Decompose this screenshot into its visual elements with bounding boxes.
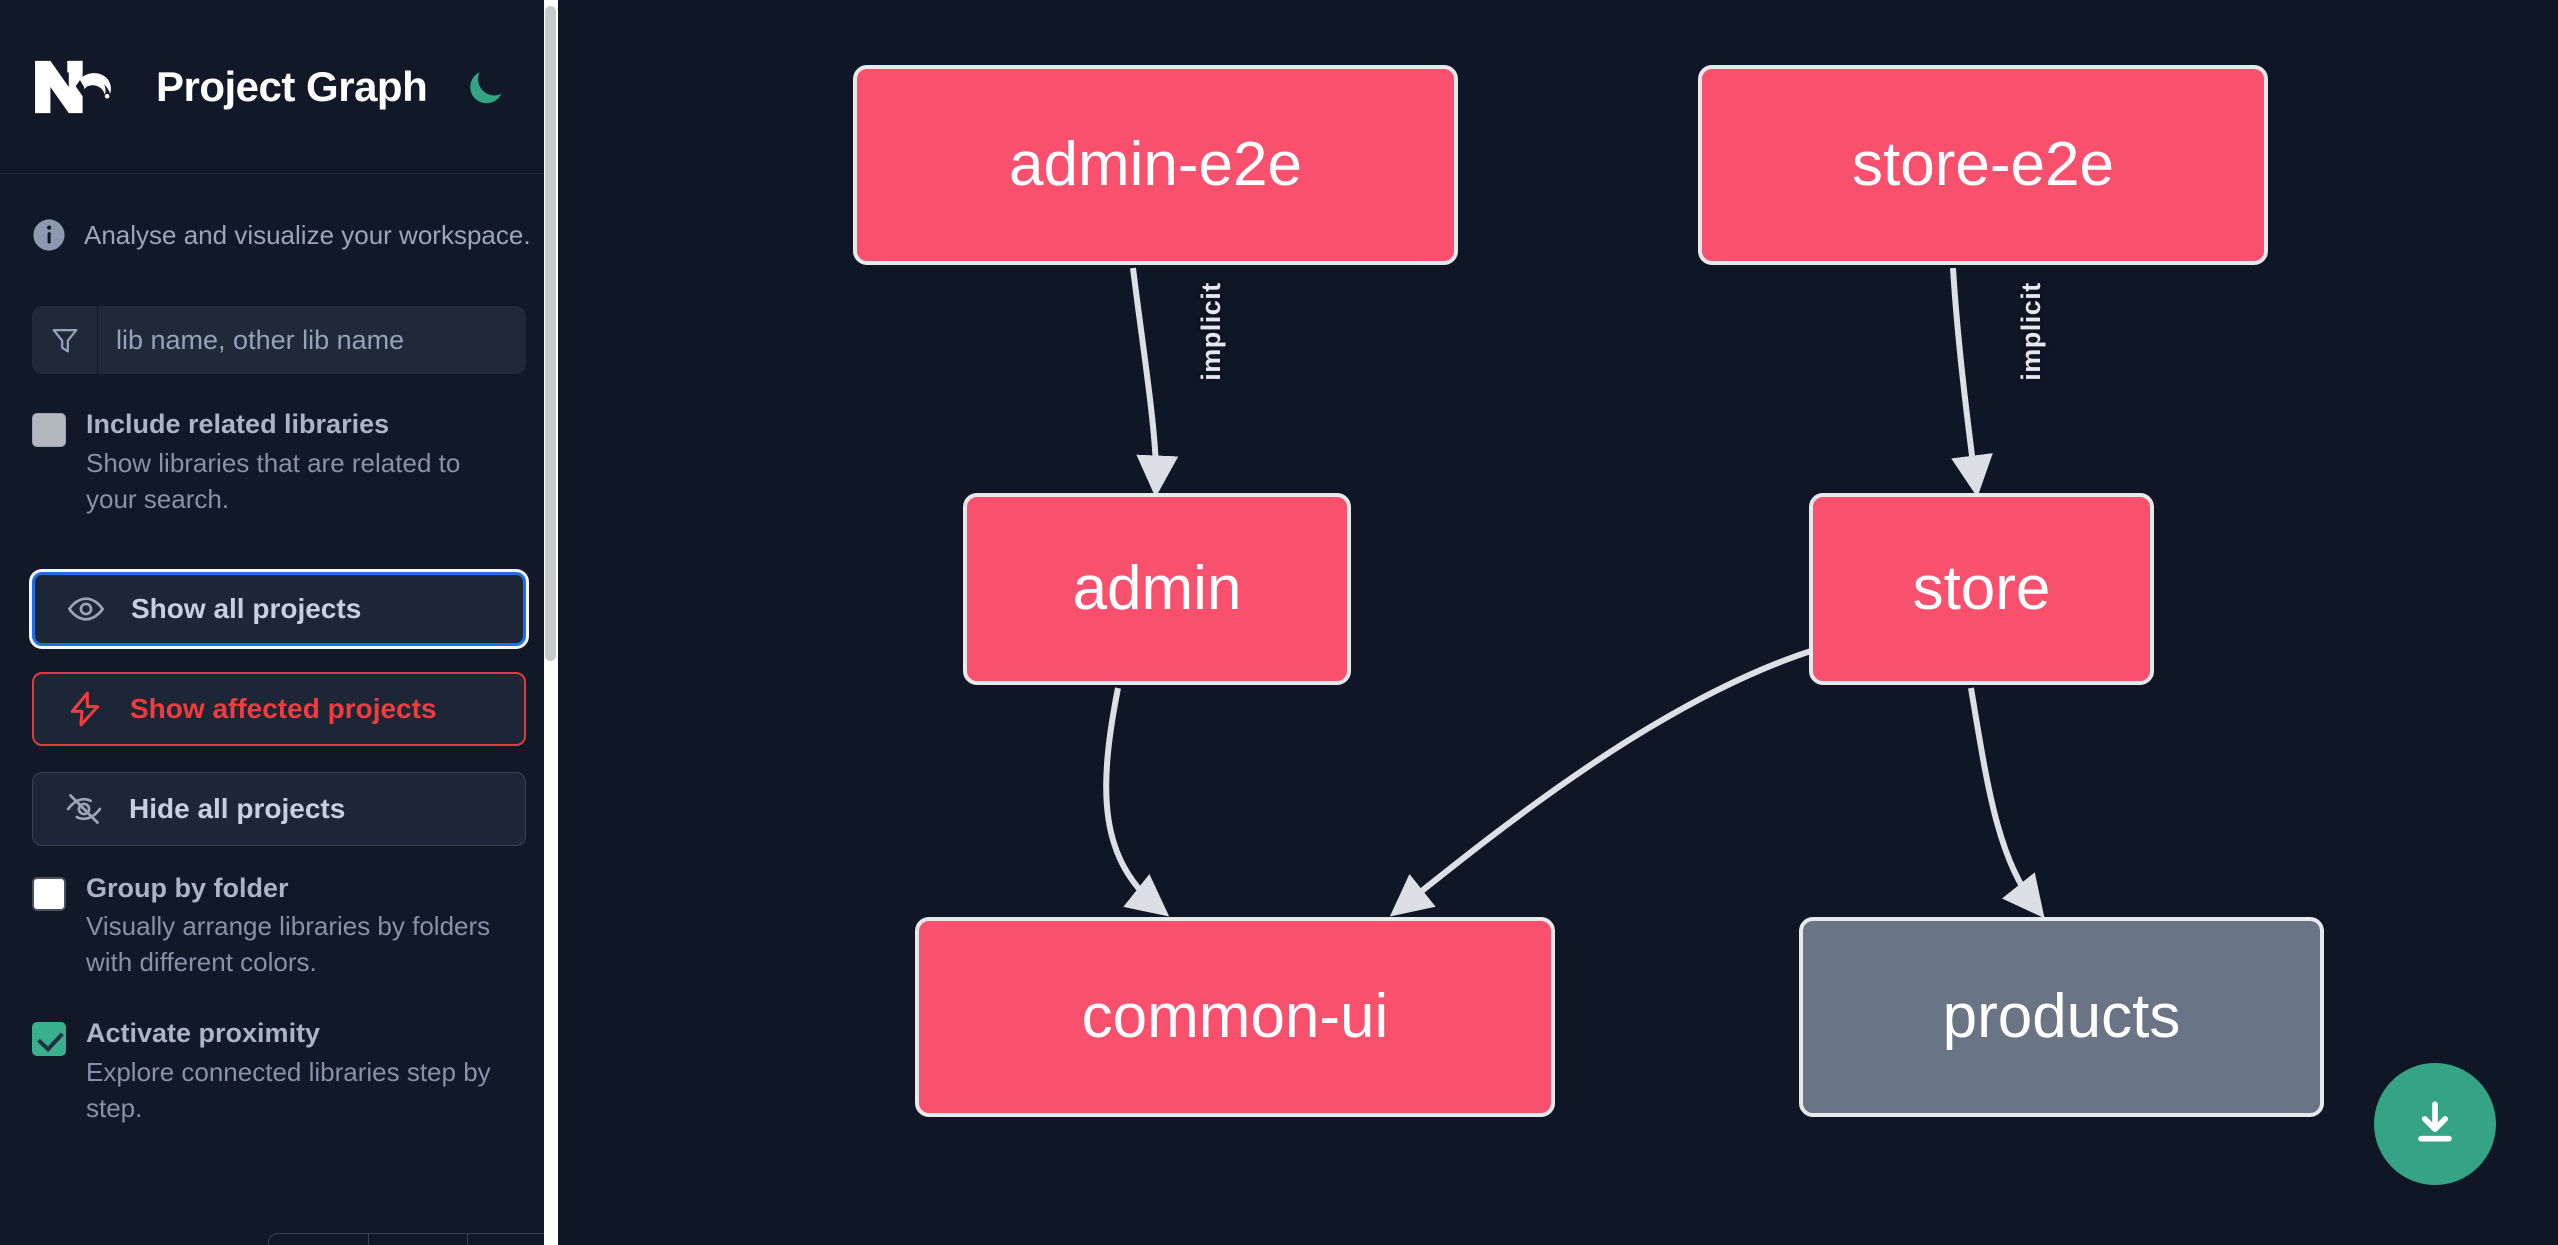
show-affected-projects-button[interactable]: Show affected projects <box>32 671 526 746</box>
sidebar: Project Graph Analyse and visualize your… <box>0 0 558 1245</box>
tagline: Analyse and visualize your workspace. <box>0 174 558 252</box>
activate-proximity-checkbox[interactable] <box>32 1022 66 1056</box>
include-related-libraries-checkbox[interactable] <box>32 413 66 447</box>
tagline-text: Analyse and visualize your workspace. <box>84 219 531 250</box>
group-by-folder-checkbox[interactable] <box>32 876 66 911</box>
graph-node-products[interactable]: products <box>1799 917 2324 1117</box>
sidebar-header: Project Graph <box>0 0 558 174</box>
group-by-folder-description: Visually arrange libraries by folders wi… <box>86 911 491 978</box>
show-all-projects-label: Show all projects <box>131 592 362 624</box>
checkbox-activate-proximity[interactable]: Activate proximity Explore connected lib… <box>0 1017 558 1127</box>
segment-option-1[interactable] <box>269 1234 369 1245</box>
group-by-folder-label: Group by folder <box>86 872 289 903</box>
moon-icon[interactable] <box>459 61 511 113</box>
edge-admin-e2e-admin <box>1130 267 1179 498</box>
hide-all-projects-label: Hide all projects <box>129 792 346 824</box>
activate-proximity-label: Activate proximity <box>86 1018 321 1048</box>
activate-proximity-description: Explore connected libraries step by step… <box>86 1056 491 1123</box>
search-input[interactable] <box>98 306 526 374</box>
page-title: Project Graph <box>156 62 428 110</box>
action-buttons: Show all projects Show affected projects <box>0 571 558 846</box>
graph-canvas[interactable]: implicit implicit admin-e2e store-e2e ad… <box>558 0 2558 1245</box>
segment-option-2[interactable] <box>369 1234 469 1245</box>
info-icon <box>33 219 65 251</box>
download-button[interactable] <box>2374 1063 2496 1185</box>
include-related-libraries-description: Show libraries that are related to your … <box>86 447 461 514</box>
edge-store-e2e-store <box>1950 267 1993 498</box>
filter-bar <box>32 306 526 374</box>
graph-node-admin[interactable]: admin <box>963 493 1351 685</box>
eye-off-icon <box>65 790 103 828</box>
funnel-icon <box>32 306 98 374</box>
lightning-icon <box>66 690 104 728</box>
graph-edges <box>1103 267 2045 919</box>
download-icon <box>2418 1101 2452 1142</box>
show-affected-projects-label: Show affected projects <box>130 692 437 724</box>
edge-label-implicit-store: implicit <box>2015 282 2046 381</box>
bottom-segmented-control[interactable] <box>268 1233 558 1245</box>
graph-node-common-ui[interactable]: common-ui <box>915 917 1555 1117</box>
graph-node-label: admin <box>1072 554 1242 623</box>
show-all-projects-button[interactable]: Show all projects <box>32 571 526 646</box>
edge-store-common-ui <box>1389 647 1815 917</box>
checkbox-include-related-libraries[interactable]: Include related libraries Show libraries… <box>0 408 558 518</box>
sidebar-scrollbar-thumb[interactable] <box>545 6 556 661</box>
hide-all-projects-button[interactable]: Hide all projects <box>32 771 526 846</box>
graph-node-label: common-ui <box>1081 982 1389 1051</box>
include-related-libraries-label: Include related libraries <box>86 409 390 439</box>
edge-admin-common-ui <box>1103 687 1170 917</box>
checkbox-group-by-folder[interactable]: Group by folder Visually arrange librari… <box>0 872 558 982</box>
eye-icon <box>67 590 105 628</box>
graph-node-label: admin-e2e <box>1009 130 1302 199</box>
graph-node-label: products <box>1942 982 2181 1051</box>
nx-logo-icon <box>35 60 111 113</box>
sidebar-scrollbar-track[interactable] <box>544 0 558 1245</box>
graph-node-store[interactable]: store <box>1809 493 2154 685</box>
graph-node-admin-e2e[interactable]: admin-e2e <box>853 65 1458 265</box>
graph-node-label: store-e2e <box>1852 130 2114 199</box>
edge-label-implicit-admin: implicit <box>1195 282 1226 381</box>
graph-node-store-e2e[interactable]: store-e2e <box>1698 65 2268 265</box>
edge-store-products <box>1968 687 2045 919</box>
graph-node-label: store <box>1912 554 2051 623</box>
